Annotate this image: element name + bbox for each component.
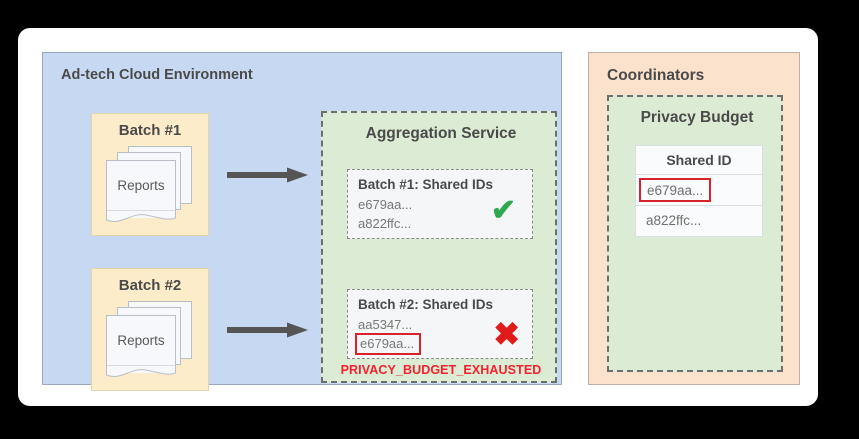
aggregation-service-panel: Aggregation Service Batch #1: Shared IDs… [321,111,557,383]
cross-icon: ✖ [493,316,520,352]
privacy-budget-error-text: PRIVACY_BUDGET_EXHAUSTED [340,363,542,377]
aggregation-service-title: Aggregation Service [365,125,517,142]
coordinators-panel: Coordinators Privacy Budget Shared ID e6… [588,52,800,385]
diagram-canvas: Ad-tech Cloud Environment Batch #1 Repor… [18,28,818,406]
batch-2-reports-label: Reports [117,333,165,348]
batch-1-shared-id-2: a822ffc... [358,216,412,231]
batch-2-shared-ids-box: Batch #2: Shared IDs aa5347... e679aa...… [347,289,533,359]
privacy-budget-panel: Privacy Budget Shared ID e679aa... a822f… [607,95,783,372]
batch-1-shared-id-1: e679aa... [358,197,413,212]
report-sheet-front [106,160,176,218]
batch-1-shared-ids-box: Batch #1: Shared IDs e679aa... a822ffc..… [347,169,533,239]
privacy-budget-title: Privacy Budget [640,109,754,126]
batch-1-card: Batch #1 Reports [91,113,209,236]
shared-id-table-header: Shared ID [636,146,762,175]
report-sheet-front [106,315,176,373]
report-sheet-wave [106,365,176,377]
batch-1-label: Batch #1 [118,122,182,139]
shared-id-cell-flagged: e679aa... [639,178,712,202]
batch-1-shared-ids-title: Batch #1: Shared IDs [358,177,494,192]
batch-2-reports-stack: Reports [106,301,198,379]
check-icon: ✔ [490,194,516,227]
table-row: a822ffc... [636,206,762,236]
adtech-cloud-environment-panel: Ad-tech Cloud Environment Batch #1 Repor… [42,52,562,391]
batch-1-reports-stack: Reports [106,146,198,224]
batch-2-shared-id-2-flagged: e679aa... [355,333,422,355]
report-sheet-wave [106,210,176,222]
coordinators-title: Coordinators [607,67,705,84]
batch-2-card: Batch #2 Reports [91,268,209,391]
adtech-panel-title: Ad-tech Cloud Environment [61,67,253,83]
table-row: e679aa... [636,175,762,206]
shared-id-cell: a822ffc... [646,213,702,228]
arrow-batch-1-to-service-icon [227,167,308,183]
batch-2-shared-id-1: aa5347... [358,317,413,332]
batch-2-shared-ids-title: Batch #2: Shared IDs [358,297,494,312]
arrow-batch-2-to-service-icon [227,322,308,338]
batch-2-label: Batch #2 [118,277,182,294]
shared-id-table: Shared ID e679aa... a822ffc... [635,145,763,237]
batch-1-reports-label: Reports [117,178,165,193]
